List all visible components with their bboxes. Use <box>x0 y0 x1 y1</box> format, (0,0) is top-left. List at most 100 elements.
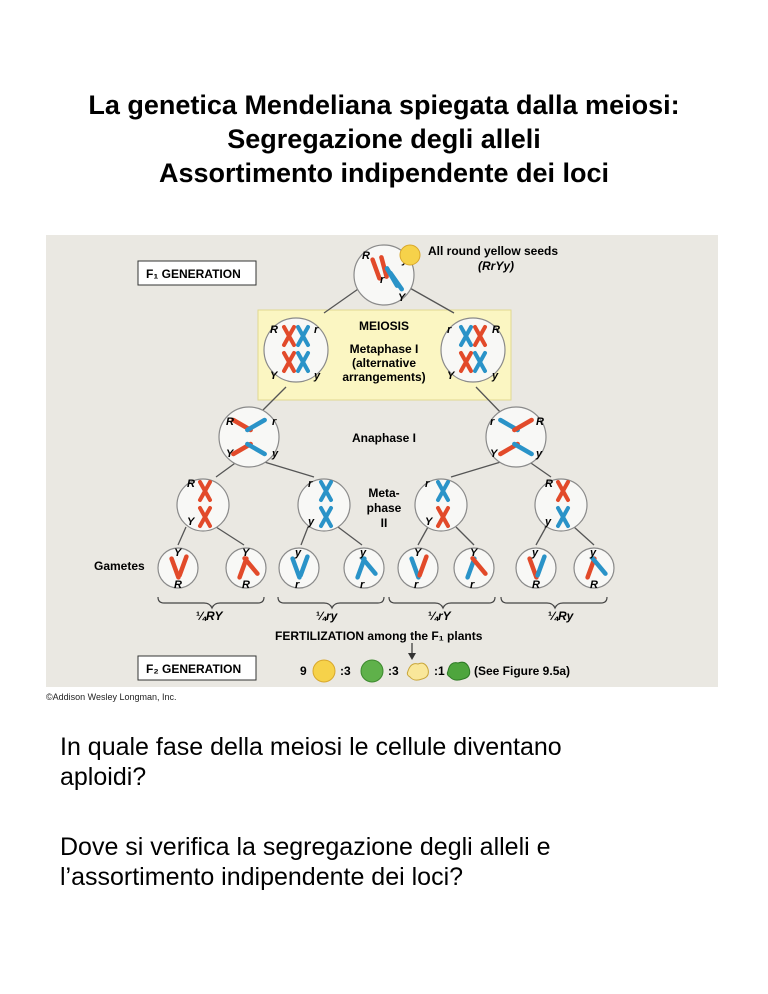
wrinkled-yellow-seed-icon <box>406 662 429 681</box>
cell-membrane <box>343 547 385 589</box>
allele-label-R: R <box>536 416 544 428</box>
allele-label-Y: Y <box>470 547 479 559</box>
gamete-fraction-2: ¼ <box>316 609 327 623</box>
gamete-type-2: ry <box>326 609 339 623</box>
gamete-cell-8: yR <box>573 547 615 591</box>
gamete-fraction-4: ¼ <box>548 609 559 623</box>
gamete-cell-2: YR <box>225 547 267 591</box>
allele-label-y: y <box>535 448 543 460</box>
allele-label-Y: Y <box>425 516 434 528</box>
allele-label-R: R <box>174 579 182 591</box>
chromosome <box>282 351 296 373</box>
allele-label-Y: Y <box>490 448 499 460</box>
chromosome <box>177 554 189 578</box>
allele-label-r: r <box>447 324 452 336</box>
question-2-line-1: Dove si verifica la segregazione degli a… <box>60 833 551 861</box>
gamete-cell-6: Yr <box>453 547 495 591</box>
connector-line <box>323 286 362 314</box>
ratio-1: :1 <box>434 664 445 678</box>
title-line-3: Assortimento indipendente dei loci <box>158 158 610 188</box>
chromosome <box>169 556 181 580</box>
allele-label-R: R <box>545 478 553 490</box>
connector-line <box>337 526 363 546</box>
allele-label-R: R <box>226 416 234 428</box>
allele-label-Y: Y <box>226 448 235 460</box>
chromosome <box>556 506 570 528</box>
title-line-1: La genetica Mendeliana spiegata dalla me… <box>88 90 680 120</box>
cell-membrane <box>176 478 230 532</box>
chromosome <box>527 556 539 580</box>
gamete-cell-1: YR <box>157 547 199 591</box>
gamete-brackets <box>157 596 608 610</box>
question-2-line-2: l’assortimento indipendente dei loci? <box>60 863 464 891</box>
allele-label-y: y <box>271 448 279 460</box>
metaphase2-cell-1: RY <box>176 478 230 532</box>
metaphase1-label: Metaphase I <box>350 342 419 356</box>
gamete-type-4: Ry <box>558 609 575 623</box>
chromosome <box>409 556 421 580</box>
f1-generation-label: F₁ GENERATION <box>146 267 241 281</box>
metaphase2-cell-2: ry <box>297 478 351 532</box>
gametes-label: Gametes <box>94 559 145 573</box>
connector-line <box>527 460 552 478</box>
allele-label-Y: Y <box>398 292 407 304</box>
cell-membrane <box>414 478 468 532</box>
allele-label-Y: Y <box>447 370 456 382</box>
chromosome <box>556 480 570 502</box>
chromosome <box>319 506 333 528</box>
allele-label-Y: Y <box>187 516 196 528</box>
f2-label-box <box>137 655 257 681</box>
chromosome <box>512 417 534 433</box>
seeds-genotype: (RrYy) <box>478 259 514 273</box>
allele-label-r: r <box>380 274 385 286</box>
chromosome <box>470 556 488 576</box>
allele-label-y: y <box>589 547 597 559</box>
connector-line <box>260 460 315 478</box>
chromosome <box>436 506 450 528</box>
round-green-seed-icon <box>360 659 384 683</box>
title-line-2: Segregazione degli alleli <box>227 124 541 154</box>
allele-label-r: r <box>414 579 419 591</box>
gamete-cell-4: yr <box>343 547 385 591</box>
allele-label-Y: Y <box>414 547 423 559</box>
copyright-credit: ©Addison Wesley Longman, Inc. <box>46 692 177 702</box>
allele-label-y: y <box>294 547 302 559</box>
fertilization-label: FERTILIZATION among the F₁ plants <box>275 629 483 643</box>
connector-line <box>573 526 595 546</box>
allele-label-r: r <box>295 579 300 591</box>
connector-line <box>300 526 309 546</box>
phase-label: phase <box>367 501 402 515</box>
f1-cell: RyrY <box>353 244 415 306</box>
allele-label-R: R <box>492 324 500 336</box>
connector-line <box>177 526 187 546</box>
chromosome <box>282 325 296 347</box>
allele-label-y: y <box>531 547 539 559</box>
alternative-label: (alternative <box>352 356 416 370</box>
chromosome <box>319 480 333 502</box>
question-1-line-1: In quale fase della meiosi le cellule di… <box>60 733 562 761</box>
gamete-fraction-1: ¼ <box>196 609 207 623</box>
allele-label-r: r <box>470 579 475 591</box>
question-1-line-2: aploidi? <box>60 763 147 791</box>
cells-group: RyrYRrYyrRYyRrYyrRYyRYryrYRyYRYRyryrYrYr… <box>157 244 615 591</box>
roman-two-label: II <box>381 516 388 530</box>
gamete-type-1: RY <box>206 609 223 623</box>
round-yellow-seed-icon <box>312 659 336 683</box>
cell-membrane <box>263 317 329 383</box>
chromosome <box>459 325 473 347</box>
allele-label-Y: Y <box>270 370 279 382</box>
chromosome <box>436 480 450 502</box>
chromosome <box>296 325 310 347</box>
allele-label-y: y <box>307 516 315 528</box>
chromosome <box>417 554 429 578</box>
connector-line <box>535 526 547 546</box>
chromosome <box>473 325 487 347</box>
allele-label-Y: Y <box>242 547 251 559</box>
connector-line <box>407 286 455 314</box>
meta-label: Meta- <box>368 486 399 500</box>
cell-membrane <box>440 317 506 383</box>
cell-membrane <box>573 547 615 589</box>
